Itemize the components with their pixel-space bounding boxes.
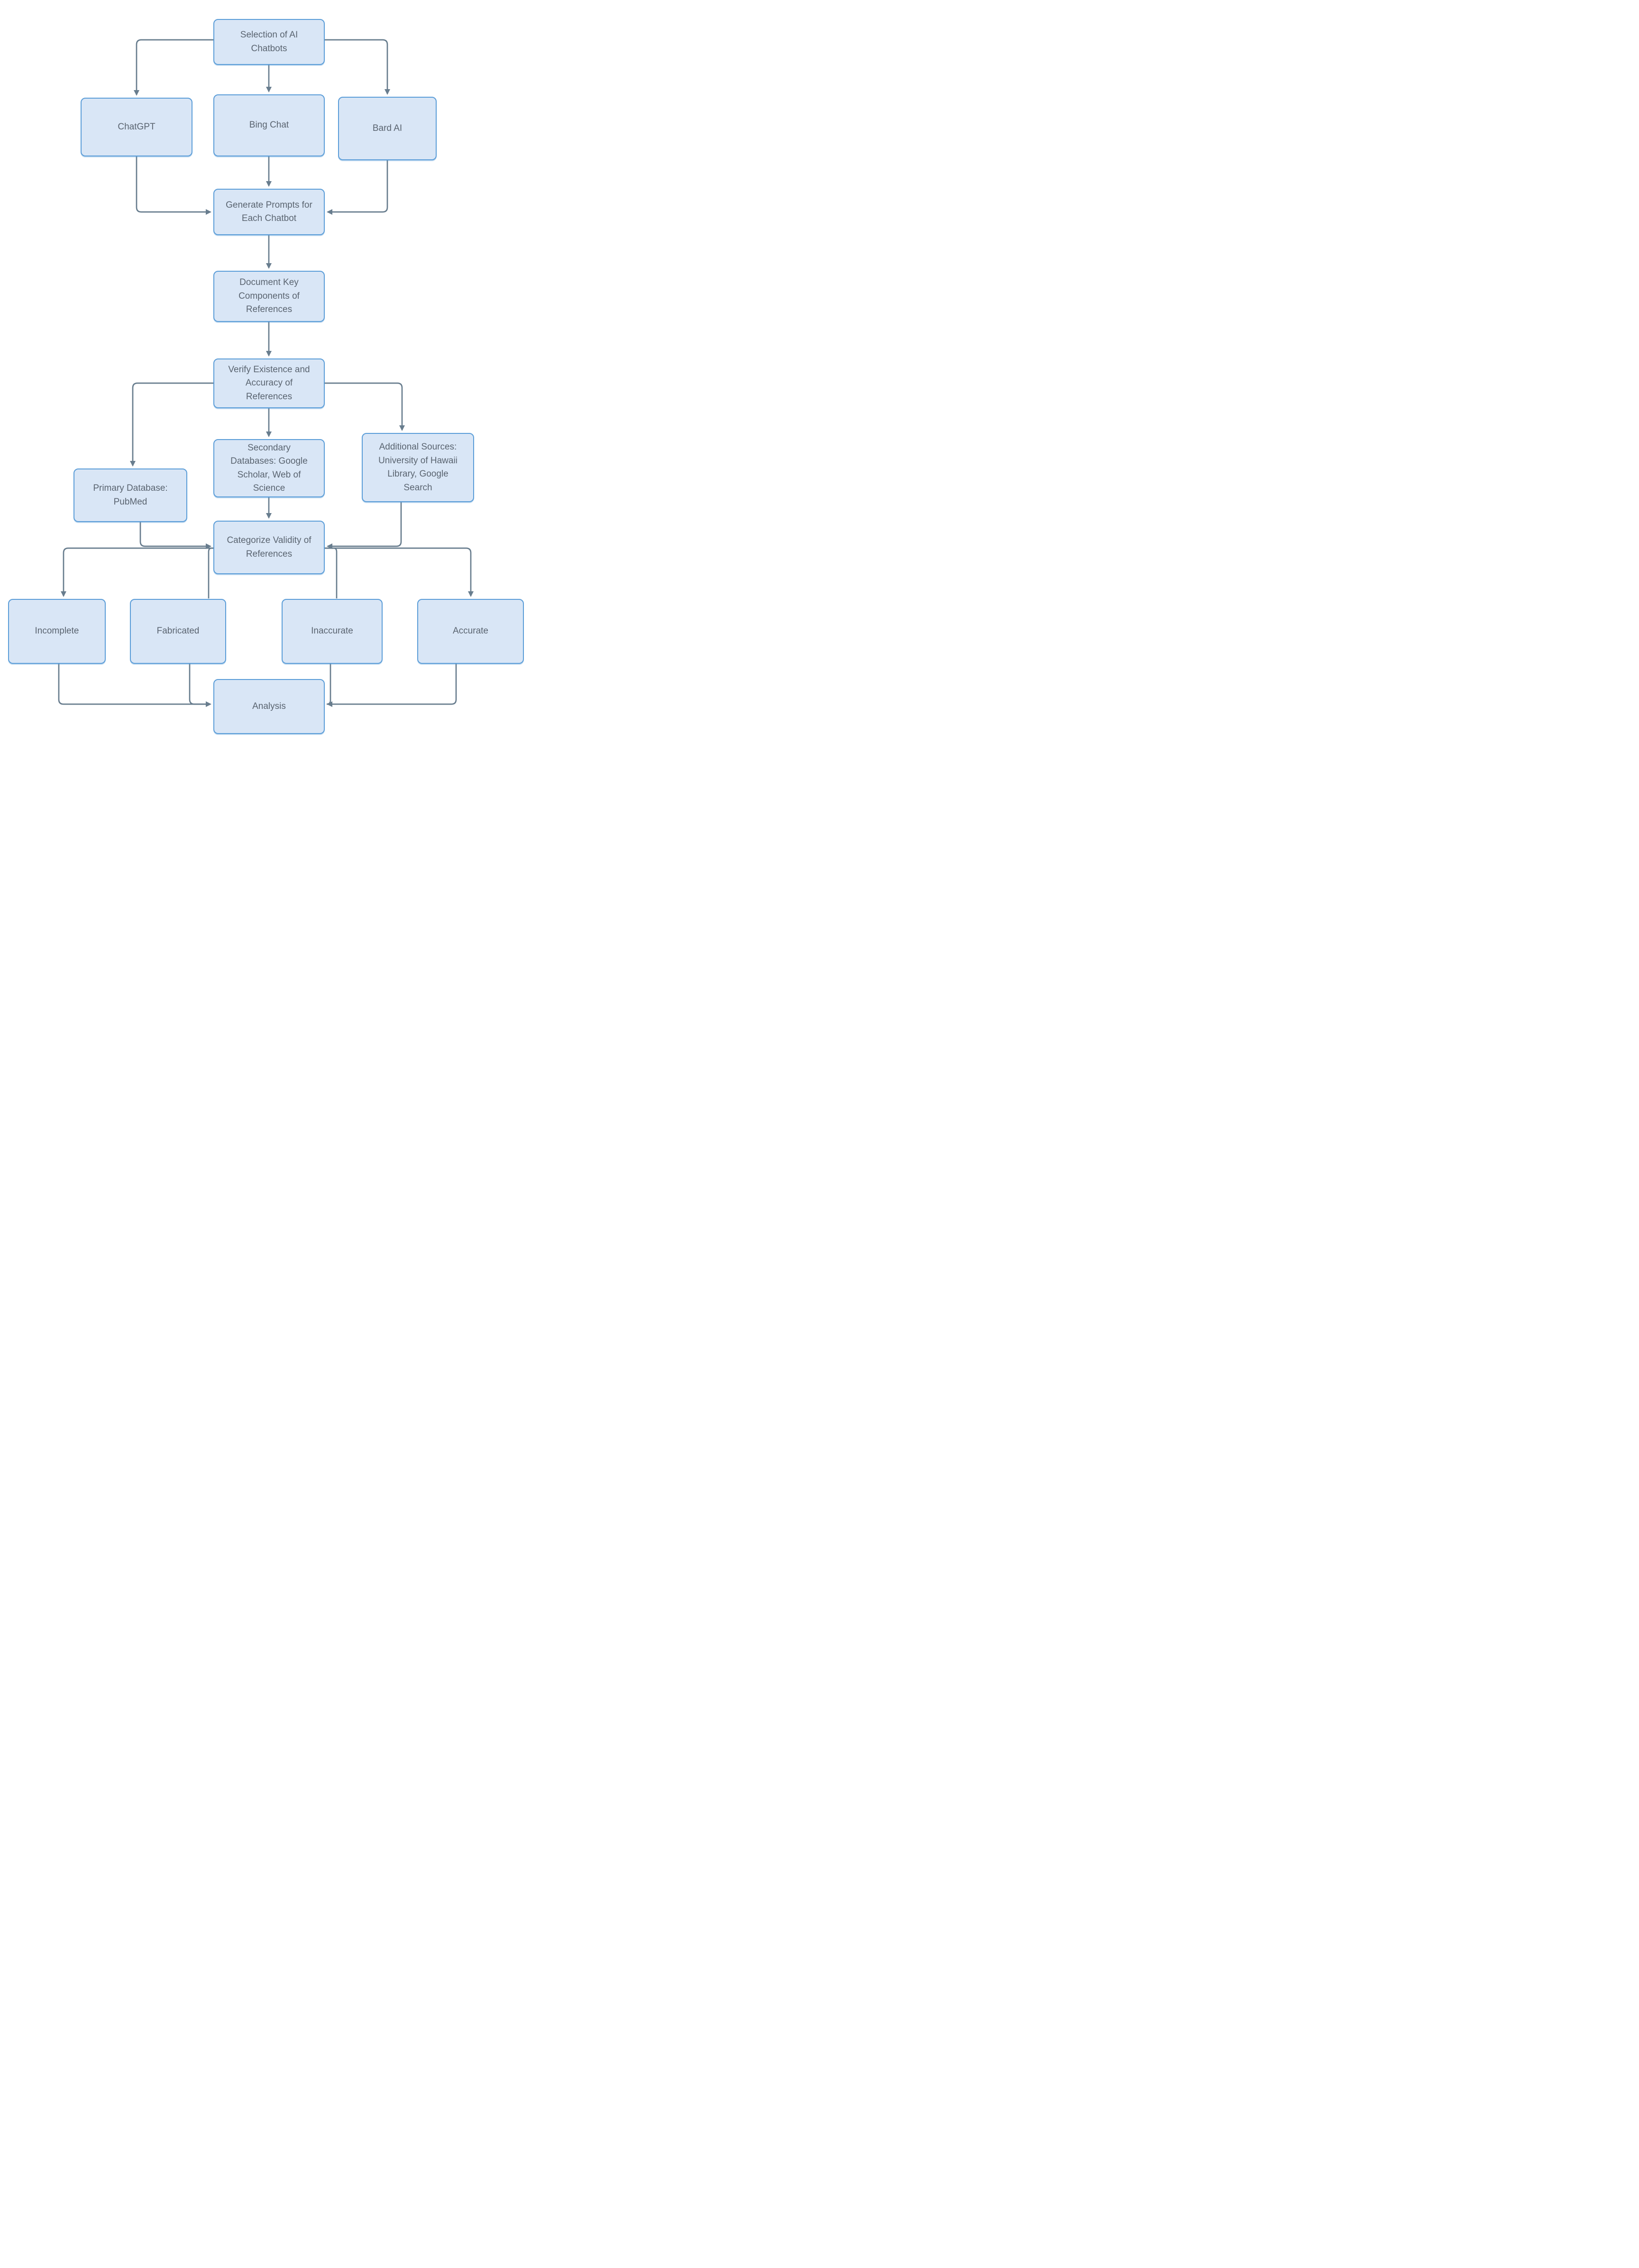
node-secondary-databases: Secondary Databases: Google Scholar, Web… [213, 439, 325, 497]
node-label: Secondary Databases: Google Scholar, Web… [230, 442, 308, 494]
node-document-key-components: Document Key Components of References [213, 271, 325, 322]
edge-inaccurate-to-analysis [326, 663, 331, 705]
edge-accurate-to-analysis [327, 663, 457, 707]
edge-bard-to-generate [327, 160, 388, 215]
edge-selection-to-bard [325, 39, 390, 95]
node-label: Analysis [252, 701, 286, 711]
node-label: Verify Existence and Accuracy of Referen… [228, 364, 310, 402]
node-fabricated: Fabricated [130, 599, 226, 664]
node-label: Bard AI [372, 123, 403, 133]
edge-categorize-to-accurate [325, 547, 474, 597]
node-label: Inaccurate [311, 626, 353, 636]
node-accurate: Accurate [417, 599, 524, 664]
node-primary-database-pubmed: Primary Database: PubMed [73, 468, 187, 522]
node-bard-ai: Bard AI [338, 97, 437, 160]
node-label: Categorize Validity of References [227, 535, 311, 559]
edge-additional-to-categorize [327, 502, 402, 549]
edge-incomplete-to-analysis [58, 663, 211, 707]
node-label: Additional Sources: University of Hawaii… [378, 442, 458, 493]
edge-selection-to-chatgpt [134, 39, 213, 96]
edge-primary-to-categorize [139, 522, 211, 549]
node-label: Primary Database: PubMed [93, 483, 168, 507]
node-chatgpt: ChatGPT [81, 98, 192, 156]
edge-verify-to-primary [130, 382, 213, 467]
edge-verify-to-additional [325, 382, 405, 431]
node-label: Bing Chat [249, 120, 289, 130]
node-incomplete: Incomplete [8, 599, 106, 664]
node-inaccurate: Inaccurate [282, 599, 383, 664]
node-label: Incomplete [35, 626, 79, 636]
node-label: Document Key Components of References [238, 277, 300, 315]
flow-arrows [58, 39, 474, 707]
node-label: Fabricated [156, 626, 200, 636]
node-selection-of-ai-chatbots: Selection of AI Chatbots [213, 19, 325, 65]
node-label: Accurate [453, 626, 488, 636]
edge-categorize-to-incomplete [61, 547, 213, 597]
node-label: Selection of AI Chatbots [240, 30, 298, 54]
node-generate-prompts: Generate Prompts for Each Chatbot [213, 189, 325, 235]
node-categorize-validity: Categorize Validity of References [213, 521, 325, 574]
node-analysis: Analysis [213, 679, 325, 734]
node-bing-chat: Bing Chat [213, 94, 325, 156]
node-label: Generate Prompts for Each Chatbot [226, 200, 312, 224]
node-verify-existence-accuracy: Verify Existence and Accuracy of Referen… [213, 358, 325, 408]
node-additional-sources: Additional Sources: University of Hawaii… [362, 433, 474, 502]
edge-chatgpt-to-generate [136, 156, 211, 215]
edge-categorize-to-fabricated [208, 547, 213, 598]
flowchart-canvas: Selection of AI Chatbots ChatGPT Bing Ch… [0, 0, 535, 741]
node-label: ChatGPT [118, 121, 156, 132]
edge-categorize-to-inaccurate [325, 547, 338, 598]
edge-fabricated-to-analysis [189, 663, 210, 705]
